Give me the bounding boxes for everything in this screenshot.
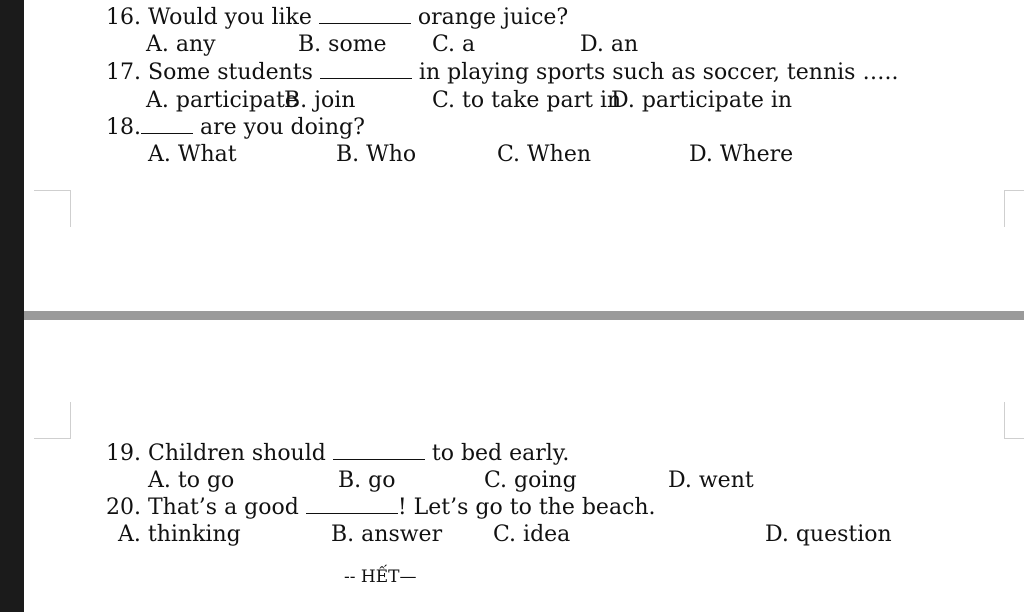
answer-blank	[332, 445, 425, 460]
answer-blank	[318, 9, 411, 24]
question-number: 20.	[106, 495, 141, 520]
option: B. Who	[336, 142, 417, 167]
question-text: in playing sports such as soccer, tennis…	[418, 60, 899, 85]
page-separator	[24, 311, 1024, 320]
question-text: are you doing?	[200, 115, 365, 140]
answer-blank	[141, 119, 193, 134]
option: B. join	[284, 88, 356, 113]
option: B. go	[338, 468, 396, 493]
question-text: Would you like	[148, 5, 312, 30]
question-number: 17.	[106, 60, 141, 85]
question-text: orange juice?	[417, 5, 569, 30]
option: A. What	[148, 142, 237, 167]
question-17-stem: 17. Some students in playing sports such…	[106, 60, 898, 86]
option: C. to take part in	[432, 88, 622, 113]
option: B. answer	[331, 522, 443, 547]
question-number: 19.	[106, 441, 141, 466]
option: A. thinking	[118, 522, 241, 547]
option: B. some	[298, 32, 387, 57]
page-corner-mark	[1004, 190, 1024, 227]
option: C. When	[497, 142, 592, 167]
question-text: That’s a good	[148, 495, 299, 520]
document-page-2	[24, 320, 1024, 612]
question-text: ! Let’s go to the beach.	[397, 495, 656, 520]
question-18-stem: 18. are you doing?	[106, 115, 365, 141]
option: A. to go	[148, 468, 235, 493]
question-20-stem: 20. That’s a good ! Let’s go to the beac…	[106, 495, 656, 521]
end-marker: -- HẾT—	[344, 567, 417, 587]
option: D. Where	[689, 142, 794, 167]
window-left-edge	[0, 0, 24, 612]
page-corner-mark	[1004, 402, 1024, 439]
page-corner-mark	[34, 190, 71, 227]
question-text: to bed early.	[431, 441, 570, 466]
option: C. going	[484, 468, 577, 493]
option: D. went	[668, 468, 754, 493]
page-corner-mark	[34, 402, 71, 439]
question-19-stem: 19. Children should to bed early.	[106, 441, 569, 467]
question-text: Some students	[148, 60, 313, 85]
question-number: 18.	[106, 115, 141, 140]
option: A. participate	[146, 88, 298, 113]
option: D. participate in	[611, 88, 793, 113]
option: C. idea	[493, 522, 571, 547]
option: C. a	[432, 32, 476, 57]
answer-blank	[305, 499, 398, 514]
option: D. an	[580, 32, 639, 57]
document-page-1	[24, 0, 1024, 312]
question-number: 16.	[106, 5, 141, 30]
option: A. any	[146, 32, 216, 57]
option: D. question	[765, 522, 892, 547]
question-16-stem: 16. Would you like orange juice?	[106, 5, 568, 31]
question-text: Children should	[148, 441, 326, 466]
answer-blank	[319, 64, 412, 79]
